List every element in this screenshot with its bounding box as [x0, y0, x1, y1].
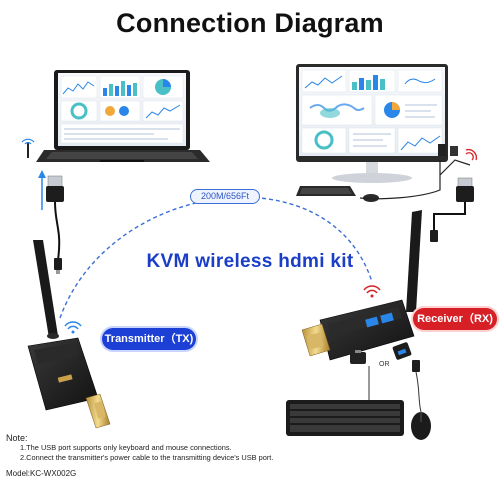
distance-badge: 200M/656Ft [190, 189, 260, 204]
monitor-illustration [296, 64, 448, 183]
monitor-wifi-icon [466, 150, 476, 160]
page-title: Connection Diagram [0, 8, 500, 39]
transmitter-badge: Transmitter（TX) [102, 328, 196, 350]
note-line-1: 1.The USB port supports only keyboard an… [6, 443, 486, 453]
laptop-connect-arrow [38, 170, 46, 210]
rx-usb-cable [430, 178, 474, 242]
notes-heading: Note: [6, 433, 486, 443]
or-label: OR [379, 361, 390, 368]
keyboard-illustration [286, 400, 404, 436]
receiver-device [302, 210, 422, 360]
tx-usb-cable [46, 176, 64, 274]
desk-keyboard-mouse [296, 186, 379, 202]
tx-wifi-icon [65, 322, 81, 334]
rx-wifi-icon [364, 286, 380, 297]
laptop-wifi-icon [22, 139, 34, 158]
model-number: Model:KC-WX002G [6, 469, 486, 479]
transmitter-device [28, 240, 110, 428]
notes-section: Note: 1.The USB port supports only keybo… [6, 433, 486, 479]
laptop-illustration [36, 70, 210, 162]
mouse-cable [412, 360, 421, 412]
note-line-2: 2.Connect the transmitter's power cable … [6, 453, 486, 463]
kit-title: KVM wireless hdmi kit [120, 251, 380, 273]
receiver-badge: Receiver（RX) [413, 308, 497, 330]
